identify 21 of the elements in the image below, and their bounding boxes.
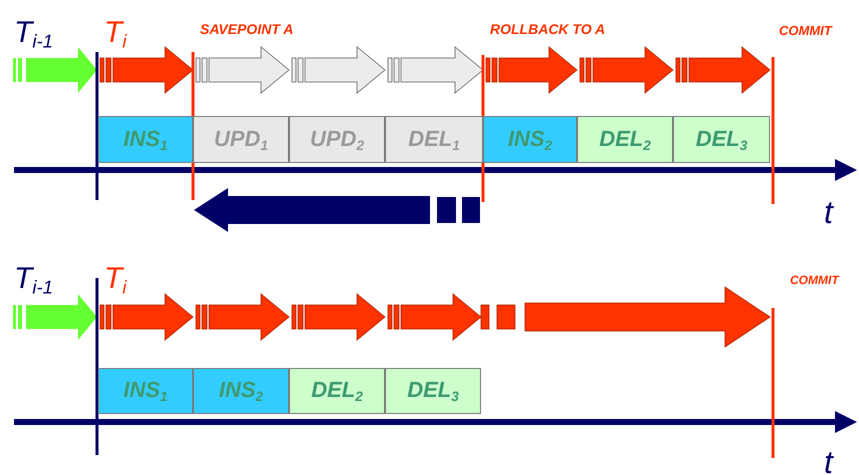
event-label: SAVEPOINT A	[200, 22, 294, 36]
operation-cell: INS$_{1}$	[98, 368, 193, 414]
operation-cell: INS$_{2}$	[193, 368, 289, 414]
time-axis-label: t	[824, 446, 833, 475]
event-label: COMMIT	[790, 274, 839, 286]
operation-cell: UPD$_{1}$	[193, 116, 289, 163]
transaction-label: T$_{i}$	[104, 18, 126, 52]
operation-cell: INS$_{1}$	[98, 116, 193, 163]
transaction-label: T$_{i}$	[104, 264, 126, 298]
transaction-label: T$_{i-1}$	[14, 18, 53, 52]
event-label: ROLLBACK TO A	[490, 22, 606, 36]
event-label: COMMIT	[779, 24, 832, 37]
operation-cell: INS$_{2}$	[483, 116, 577, 163]
operation-cell: DEL$_{3}$	[673, 116, 770, 163]
operation-cell: DEL$_{2}$	[577, 116, 673, 163]
operation-cell: DEL$_{1}$	[385, 116, 483, 163]
time-axis-label: t	[824, 196, 833, 228]
operation-cell: DEL$_{2}$	[289, 368, 385, 414]
operation-cell: DEL$_{3}$	[385, 368, 481, 414]
transaction-label: T$_{i-1}$	[14, 264, 53, 298]
operation-cell: UPD$_{2}$	[289, 116, 385, 163]
